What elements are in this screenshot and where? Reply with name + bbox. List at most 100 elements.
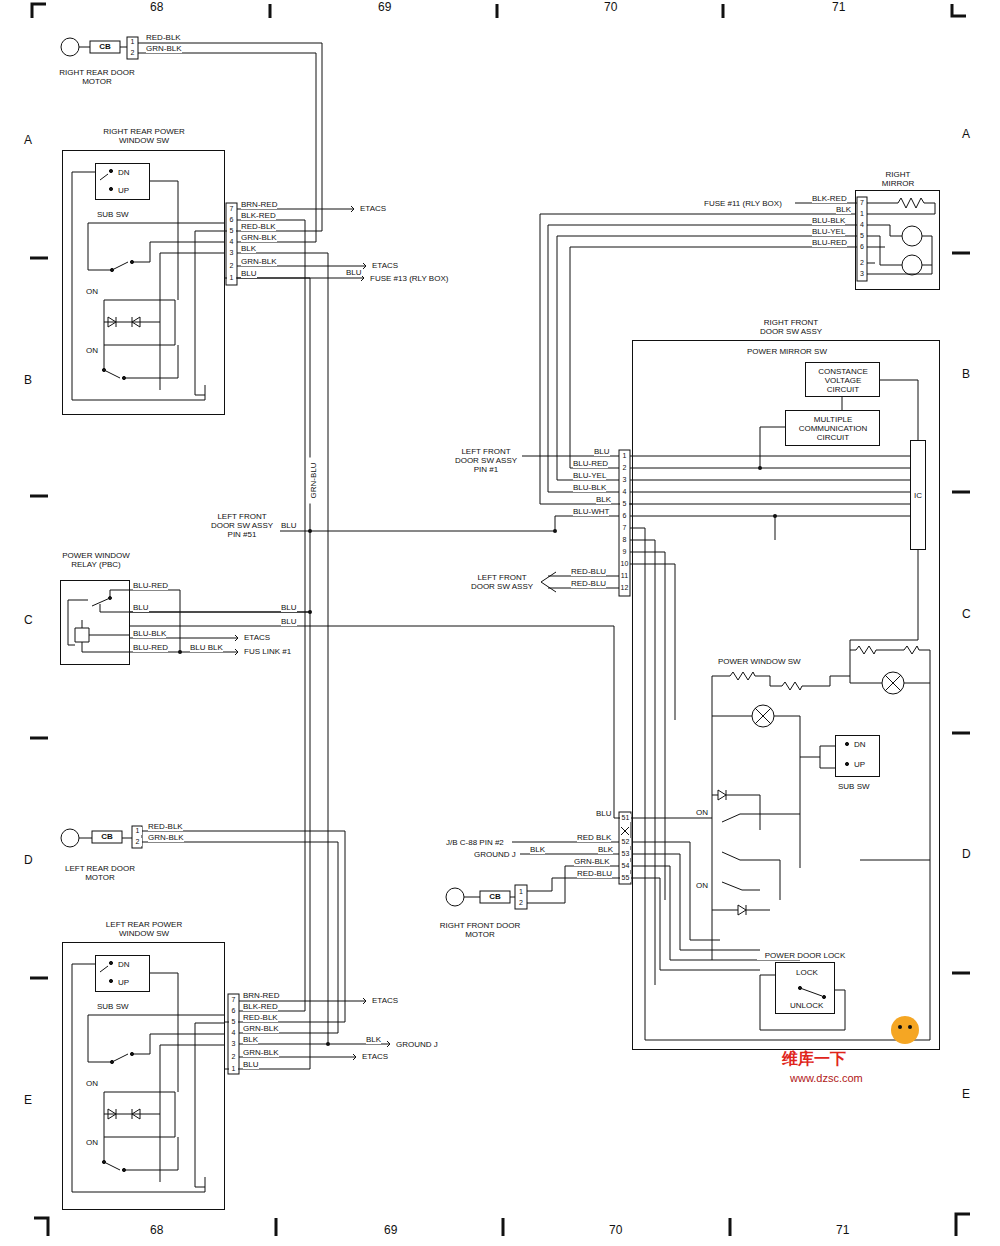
- switch-internals: [72, 169, 225, 400]
- grid-reference: 69: [378, 1, 391, 14]
- relay-symbol: [109, 597, 112, 600]
- wire-color: BLU BLK: [190, 643, 223, 652]
- pin-number: 4: [858, 221, 866, 229]
- switch-position: DN: [118, 168, 140, 177]
- wire-color: GRN-BLK: [243, 1024, 279, 1033]
- wire-line: [130, 590, 238, 652]
- power-window-switch: LEFT REAR POWER WINDOW SWDNUPSUB SW: [62, 942, 225, 1210]
- wire-color: RED-BLU: [571, 567, 606, 576]
- wire-color: RED-BLU: [577, 869, 612, 878]
- circuit-box: MULTIPLE COMMUNICATION CIRCUIT: [785, 410, 880, 446]
- connection-note: FUSE #11 (RLY BOX): [704, 199, 782, 208]
- pin-number: 11: [620, 572, 629, 580]
- switch-position: UP: [118, 978, 140, 987]
- wire-color: BLU: [281, 617, 297, 626]
- door-lock-switch: POWER DOOR LOCKLOCKUNLOCK: [775, 962, 835, 1014]
- connector-pins: [621, 827, 629, 835]
- door-motor-symbol: [480, 891, 510, 903]
- grid-reference: 71: [832, 1, 845, 14]
- pin-number: 1: [620, 452, 629, 460]
- connection-note: LEFT FRONT DOOR SW ASSY PIN #51: [208, 512, 276, 539]
- pin-number: 1: [229, 1065, 238, 1073]
- component-name: SUB SW: [97, 1002, 147, 1011]
- door-lock-symbol: [760, 975, 845, 1030]
- circuit-wiring: [632, 818, 800, 970]
- switch-position: ON: [86, 1138, 98, 1147]
- terminal-mark: [235, 206, 390, 1060]
- relay-box: POWER WINDOW RELAY (PBC): [60, 580, 130, 665]
- grid-reference: A: [24, 134, 32, 147]
- connection-note: FUSE #13 (RLY BOX): [370, 274, 448, 283]
- power-window-switch-symbol: [882, 672, 904, 694]
- circuit-breaker-label: CB: [93, 832, 121, 842]
- terminal-mark: [353, 998, 390, 1060]
- door-motor-symbol: [515, 885, 527, 909]
- wire-color: BLU: [241, 269, 257, 278]
- wire-color: RED-BLK: [243, 1013, 278, 1022]
- pin-number: 7: [227, 205, 236, 213]
- component-name: RIGHT REAR POWER WINDOW SW: [101, 127, 187, 145]
- mirror-motor-symbol: [867, 198, 935, 275]
- door-motor-symbol: [90, 41, 120, 53]
- switch-internals: [122, 376, 125, 379]
- frame-mark: [276, 1218, 730, 1236]
- pin-number: 6: [620, 512, 629, 520]
- grid-reference: E: [962, 1088, 970, 1101]
- sub-switch: DNUPSUB SW: [95, 955, 150, 992]
- sub-switch: DNUPSUB SW: [95, 163, 150, 200]
- grid-reference: 68: [150, 1, 163, 14]
- wire-color: BLK: [596, 495, 611, 504]
- wire-color: RED-BLK: [148, 822, 183, 831]
- wire-color: BLK: [530, 845, 545, 854]
- circuit-name: IC: [912, 491, 924, 500]
- connector-pins: [619, 450, 630, 596]
- wire-color: GRN-BLK: [241, 233, 277, 242]
- wire-color: BLU-RED: [133, 643, 168, 652]
- wire-color: BRN-RED: [241, 200, 277, 209]
- power-window-switch-symbol: [645, 860, 930, 1040]
- grid-reference: A: [962, 128, 970, 141]
- pin-number: 10: [620, 560, 629, 568]
- wire-color: BLU-BLK: [133, 629, 166, 638]
- pin-number: 1: [128, 38, 137, 46]
- frame-mark: [34, 1218, 48, 1236]
- terminal-mark: [235, 635, 238, 655]
- door-motor-symbol: [61, 37, 527, 909]
- pin-number: 3: [227, 249, 236, 257]
- watermark-logo: [891, 1016, 919, 1044]
- connection-note: ETACS: [372, 996, 398, 1005]
- door-lock-symbol: [798, 986, 801, 989]
- door-motor: CBRIGHT FRONT DOOR MOTOR: [443, 884, 527, 912]
- wire-connector: [130, 626, 632, 818]
- wire-color: RED-BLK: [146, 33, 181, 42]
- power-window-switch-symbol: [850, 646, 930, 860]
- wire-connector: [527, 878, 632, 891]
- switch-position: DN: [118, 960, 140, 969]
- pin-number: 2: [516, 899, 526, 907]
- component-name: RIGHT REAR DOOR MOTOR: [58, 68, 136, 86]
- pin-number: 2: [133, 838, 142, 846]
- connector-pins: [226, 203, 237, 285]
- frame-mark: [270, 4, 723, 18]
- wire-color: BLU-RED: [573, 459, 608, 468]
- wire-color: BLU: [133, 603, 149, 612]
- wire-color: BLK-RED: [243, 1002, 278, 1011]
- switch-internals: [109, 187, 112, 190]
- switch-internals: [109, 169, 112, 172]
- power-window-switch-symbol: [712, 814, 800, 915]
- relay-symbol: [68, 590, 130, 652]
- door-motor-symbol: [446, 888, 464, 906]
- switch-internals: [104, 345, 178, 378]
- watermark-logo: [908, 1025, 912, 1029]
- component-name: POWER WINDOW RELAY (PBC): [61, 551, 131, 569]
- power-window-switch-symbol: [845, 762, 848, 765]
- wire-color: BRN-RED: [243, 991, 279, 1000]
- wire-color: GRN-BLU: [309, 458, 318, 504]
- wire-color: BLU-BLK: [573, 483, 606, 492]
- pin-number: 7: [229, 996, 238, 1004]
- switch-internals: [88, 181, 225, 395]
- pin-number: 5: [858, 232, 866, 240]
- wire-line: [138, 53, 316, 242]
- grid-reference: 70: [604, 1, 617, 14]
